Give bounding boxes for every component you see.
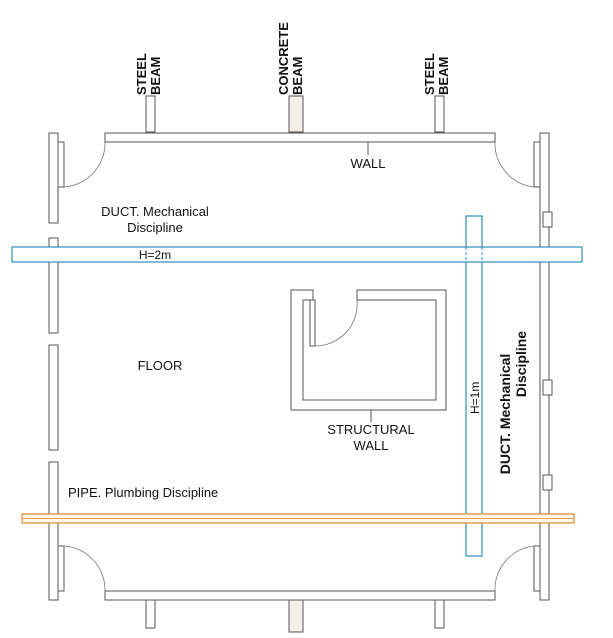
duct-top-label-1: DUCT. Mechanical (101, 204, 209, 219)
duct-vertical-height-label: H=1m (468, 382, 482, 414)
duct-right-label-2: Discipline (513, 331, 529, 397)
structural-wall-label-2: WALL (354, 438, 389, 453)
wall-label: WALL (351, 156, 386, 171)
structural-wall-label-1: STRUCTURAL (327, 422, 414, 437)
concrete-beam-top (288, 95, 304, 133)
duct-vertical (465, 215, 483, 557)
steel-beam-left-bottom (145, 599, 156, 629)
steel-beam-left-top (145, 95, 156, 133)
wall-left-4 (48, 461, 59, 601)
steel-beam-left-label-2: BEAM (148, 57, 163, 95)
steel-beam-right-bottom (434, 599, 445, 629)
door-bottom-left (57, 545, 106, 592)
wall-top (104, 132, 496, 143)
duct-top-label-2: Discipline (127, 220, 183, 235)
duct-horizontal-height-label: H=2m (139, 248, 171, 262)
wall-bottom (104, 590, 496, 601)
concrete-beam-label-1: CONCRETE (276, 22, 291, 95)
door-bottom-right (494, 545, 541, 592)
wall-right-jamb-1 (542, 211, 553, 228)
duct-horizontal (11, 246, 583, 263)
pipe-horizontal (21, 513, 575, 524)
steel-beam-right-label-2: BEAM (436, 57, 451, 95)
door-top-right (494, 141, 541, 188)
pipe-label: PIPE. Plumbing Discipline (68, 485, 218, 500)
steel-beam-right-label-1: STEEL (422, 53, 437, 95)
wall-right-jamb-3 (542, 474, 553, 491)
duct-right-label-1: DUCT. Mechanical (497, 354, 513, 475)
wall-right-jamb-2 (542, 379, 553, 396)
wall-left-2 (48, 237, 59, 334)
structural-wall-door (309, 299, 358, 347)
concrete-beam-label-2: BEAM (290, 57, 305, 95)
door-top-left (57, 141, 106, 188)
steel-beam-right-top (434, 95, 445, 133)
steel-beam-left-label-1: STEEL (134, 53, 149, 95)
wall-left-3 (48, 344, 59, 451)
floor-label: FLOOR (138, 358, 183, 373)
concrete-beam-bottom (288, 599, 304, 633)
wall-right (539, 132, 550, 601)
wall-left-1 (48, 132, 59, 224)
